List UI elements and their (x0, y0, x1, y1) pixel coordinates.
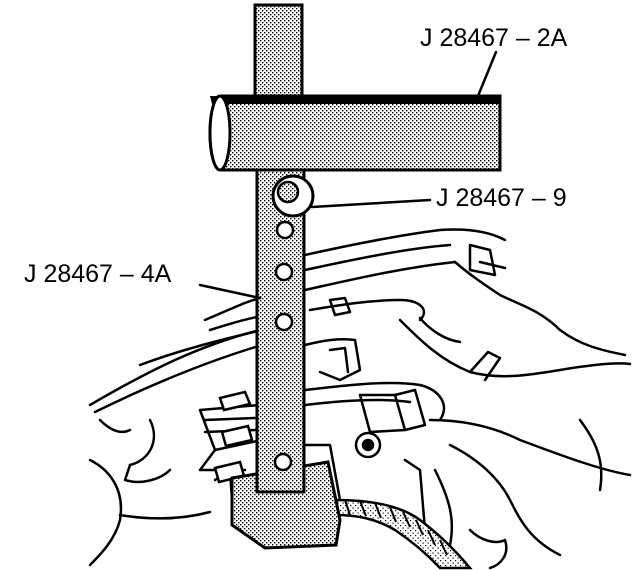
callout-crossbar-label: J 28467 – 2A (420, 24, 568, 52)
callout-bracket-label: J 28467 – 4A (24, 260, 172, 288)
callout-pin-label: J 28467 – 9 (436, 184, 567, 212)
leader-pin (310, 198, 432, 209)
leader-crossbar (476, 50, 498, 98)
upper-post (253, 3, 304, 107)
bar-holes (273, 220, 295, 472)
leader-bracket (198, 283, 262, 300)
support-bracket-bar (230, 168, 342, 550)
hose (333, 498, 473, 570)
crossbar-tube (208, 94, 502, 172)
locking-pin (271, 174, 315, 218)
callout-leaders (198, 50, 498, 300)
